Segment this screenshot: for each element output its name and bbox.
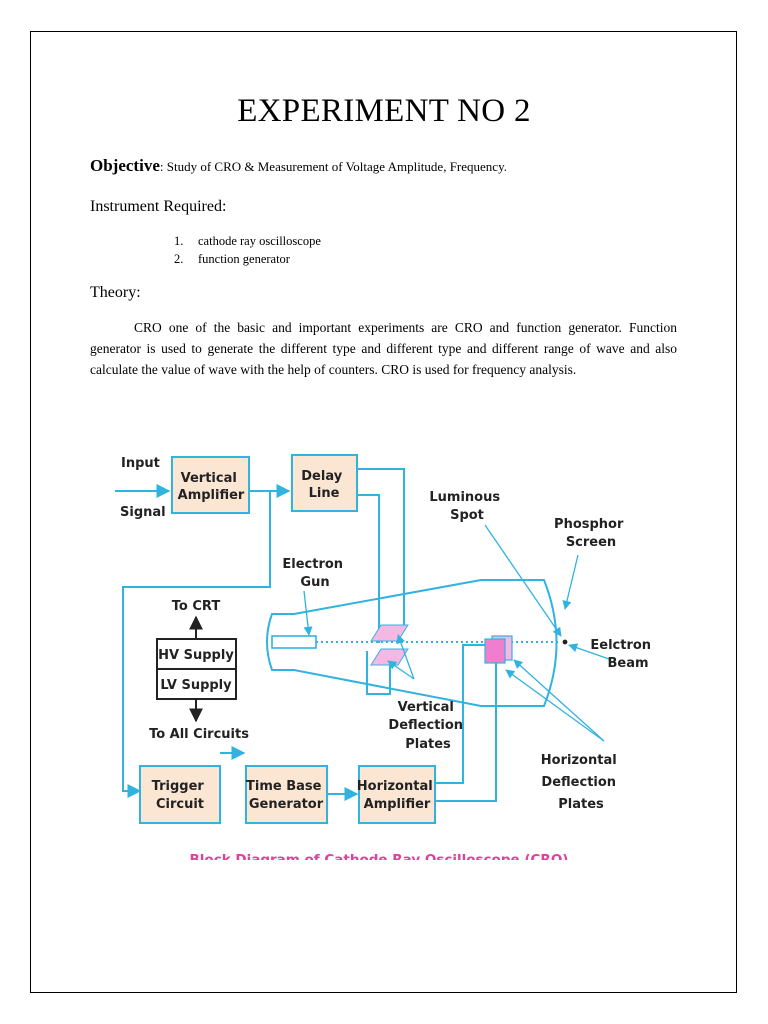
instrument-list: 1. cathode ray oscilloscope 2. function ge… xyxy=(174,232,321,268)
objective-line: Objective: Study of CRO & Measurement of… xyxy=(90,156,507,176)
horizontal-plate-leader-lower xyxy=(505,669,605,742)
theory-heading: Theory: xyxy=(90,284,141,301)
diagram-caption: Block Diagram of Cathode Ray Oscilloscop… xyxy=(190,852,569,860)
instrument-item-1: 1. cathode ray oscilloscope xyxy=(174,232,321,250)
delay-line-to-upper-plate-wire xyxy=(357,468,405,627)
phosphor-screen-leader xyxy=(562,554,579,610)
instrument-item-text: function generator xyxy=(198,252,290,266)
vertical-amplifier-box xyxy=(171,456,250,514)
cro-diagram-svg: Input Signal Vertical Amplifier Delay Li… xyxy=(115,454,655,860)
phosphor-screen-label: Phosphor Screen xyxy=(554,517,628,550)
electron-gun-leader xyxy=(303,590,313,636)
instrument-heading: Instrument Required: xyxy=(90,198,227,215)
electron-gun-label: Electron Gun xyxy=(282,557,347,590)
vertical-deflection-plates-label: Vertical Deflection Plates xyxy=(388,700,467,752)
horizontal-plate-leader-upper xyxy=(513,659,605,742)
vertical-plate-leader-lower xyxy=(387,660,415,680)
instrument-item-number: 1. xyxy=(174,234,184,248)
luminous-spot-leader xyxy=(484,524,562,637)
vertical-plate-leader-upper xyxy=(396,634,415,680)
instrument-item-text: cathode ray oscilloscope xyxy=(198,234,321,248)
page-title: EXPERIMENT NO 2 xyxy=(237,93,531,129)
lv-supply-label: LV Supply xyxy=(160,678,232,693)
input-label: Input xyxy=(121,456,160,471)
time-base-generator-label: Time Base Generator xyxy=(246,779,326,812)
instrument-item-number: 2. xyxy=(174,252,184,266)
crt-tube xyxy=(266,579,568,707)
diagram-wiring xyxy=(115,468,497,802)
horizontal-amp-lower-wire xyxy=(435,661,497,802)
horizontal-deflection-plates-label: Horizontal Deflection Plates xyxy=(541,753,621,812)
diagram-boxes xyxy=(139,454,436,824)
cro-block-diagram: Input Signal Vertical Amplifier Delay Li… xyxy=(101,413,657,860)
lower-vertical-deflection-plate xyxy=(370,648,409,666)
electron-gun xyxy=(271,635,317,649)
horizontal-amplifier-label: Horizontal Amplifier xyxy=(357,779,437,812)
electron-beam-label: Eelctron Beam xyxy=(590,638,655,671)
page-border xyxy=(30,31,737,993)
trigger-circuit-label: Trigger Circuit xyxy=(152,779,209,812)
horizontal-amp-upper-wire xyxy=(435,644,491,784)
instrument-item-2: 2. function generator xyxy=(174,250,321,268)
trigger-circuit-box xyxy=(139,765,221,824)
luminous-spot xyxy=(562,639,568,645)
signal-label: Signal xyxy=(120,505,166,520)
to-crt-label: To CRT xyxy=(172,599,221,614)
theory-paragraph: CRO one of the basic and important exper… xyxy=(90,320,677,377)
front-horizontal-deflection-plate xyxy=(484,638,506,664)
electron-beam-leader xyxy=(568,643,610,660)
objective-label: Objective xyxy=(90,156,160,175)
delay-line-label: Delay Line xyxy=(301,469,346,501)
hv-supply-label: HV Supply xyxy=(158,648,234,663)
leader-lines xyxy=(303,524,610,742)
time-base-generator-box xyxy=(245,765,328,824)
upper-vertical-deflection-plate xyxy=(370,624,409,642)
delay-line-guide-wire xyxy=(357,494,380,643)
lower-plate-wire xyxy=(366,649,391,695)
trigger-feed-wire xyxy=(122,491,271,798)
luminous-spot-label: Luminous Spot xyxy=(429,490,504,523)
lv-supply-box xyxy=(156,668,237,700)
horizontal-amplifier-box xyxy=(358,765,436,824)
objective-text: : Study of CRO & Measurement of Voltage … xyxy=(159,159,507,174)
delay-line-box xyxy=(291,454,358,512)
crt-envelope xyxy=(266,579,558,707)
to-all-circuits-label: To All Circuits xyxy=(149,727,249,742)
diagram-labels: Input Signal Vertical Amplifier Delay Li… xyxy=(120,456,655,860)
vertical-amplifier-label: Vertical Amplifier xyxy=(178,471,245,503)
